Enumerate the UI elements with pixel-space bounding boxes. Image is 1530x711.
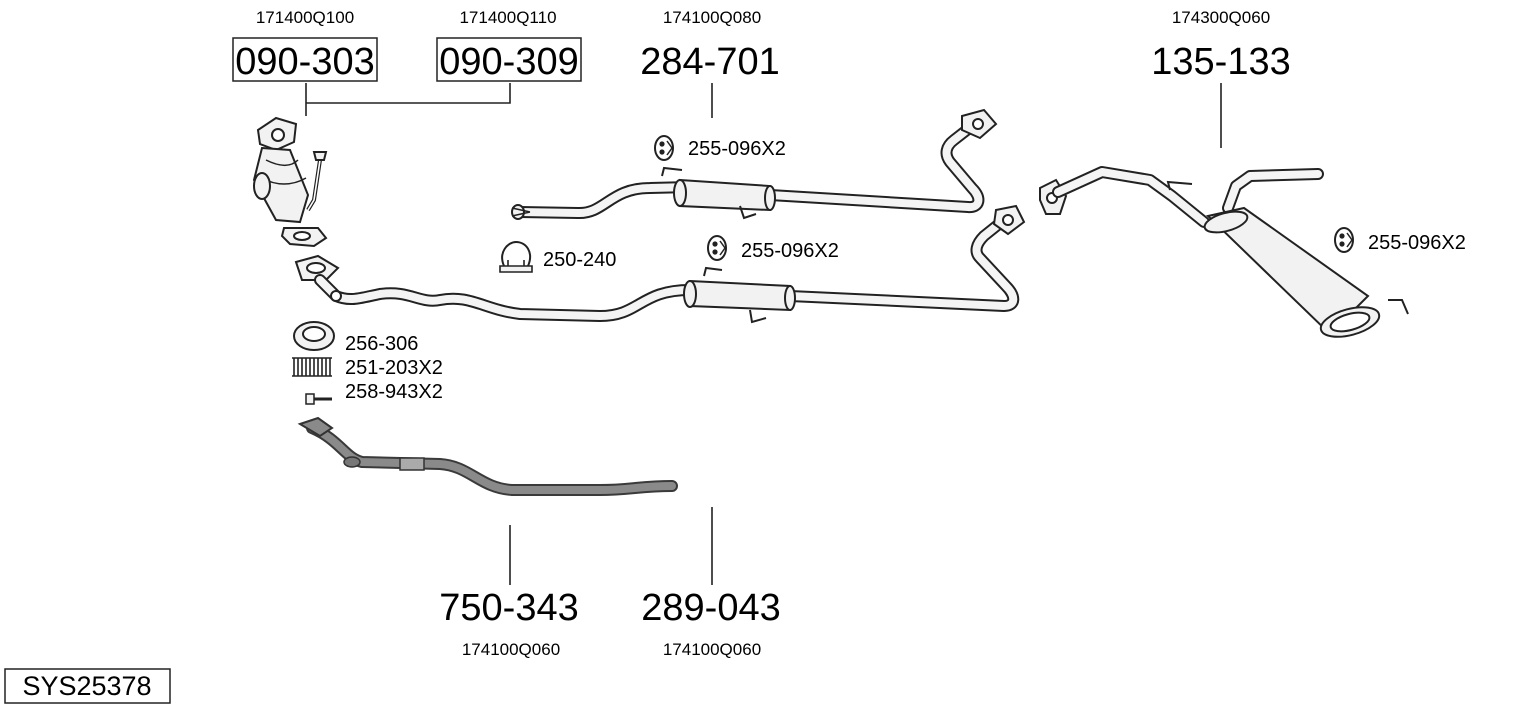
rubber-mount-icon [707,235,727,261]
oem-number-catalyst-a: 171400Q100 [256,8,354,27]
oem-number-middle-silencer-upper: 174100Q080 [663,8,761,27]
part-number-middle-silencer-lower[interactable]: 289-043 [641,587,780,629]
spring-icon [292,357,332,377]
accessory-label-spring[interactable]: 251-203X2 [345,357,443,379]
system-id-box [4,668,171,704]
part-number-middle-silencer-upper[interactable]: 284-701 [640,41,779,83]
clamp-icon [499,240,533,273]
catalyst-illustration[interactable] [252,116,328,248]
front-pipe-illustration[interactable] [297,416,678,496]
rubber-mount-icon [1334,227,1354,253]
oem-number-catalyst-b: 171400Q110 [459,8,556,27]
middle-silencer-lower-illustration[interactable] [294,204,1026,324]
part-number-front-pipe[interactable]: 750-343 [439,587,578,629]
gasket-ring-icon [293,321,335,351]
middle-silencer-upper-illustration[interactable] [511,108,998,220]
accessory-label-clamp[interactable]: 250-240 [543,249,616,271]
rear-silencer-illustration[interactable] [1039,166,1409,342]
oem-number-rear-silencer: 174300Q060 [1172,8,1270,27]
part-number-catalyst-a[interactable]: 090-303 [235,41,374,83]
accessory-label-rubber-mount-middle[interactable]: 255-096X2 [741,240,839,262]
accessory-label-rubber-mount-rear[interactable]: 255-096X2 [1368,232,1466,254]
accessory-label-bolt[interactable]: 258-943X2 [345,381,443,403]
leader-line-catalysts [305,83,511,116]
part-number-catalyst-b[interactable]: 090-309 [439,41,578,83]
part-number-rear-silencer[interactable]: 135-133 [1151,41,1290,83]
bolt-icon [305,393,332,405]
accessory-label-gasket[interactable]: 256-306 [345,333,418,355]
part-box-catalyst-a [232,37,378,82]
part-box-catalyst-b [436,37,582,82]
oem-number-front-pipe: 174100Q060 [462,640,560,659]
accessory-label-rubber-mount-upper[interactable]: 255-096X2 [688,138,786,160]
oem-number-middle-silencer-lower: 174100Q060 [663,640,761,659]
system-id: SYS25378 [22,671,151,701]
rubber-mount-icon [654,135,674,161]
